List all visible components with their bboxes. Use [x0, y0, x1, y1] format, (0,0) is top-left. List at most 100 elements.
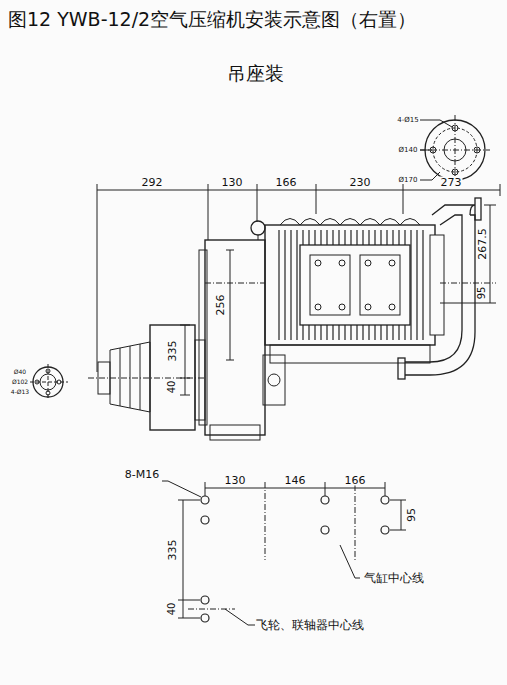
- top-view: [30, 115, 500, 440]
- crankcase: [210, 425, 260, 440]
- figure-title: 图12 YWB-12/2空气压缩机安装示意图（右置）: [8, 10, 416, 29]
- dimension: 95: [477, 286, 487, 301]
- hole-callout: 8-M16: [124, 469, 160, 480]
- flange-diameter: Ø170: [398, 177, 419, 184]
- mount-plan: [162, 481, 406, 625]
- mount-plan: [205, 488, 385, 489]
- cylinder-block: [339, 260, 345, 266]
- mount-plan: [162, 481, 201, 497]
- dimension: 335: [167, 340, 178, 363]
- cylinder-block: [310, 255, 350, 315]
- pressure-gauge: [258, 235, 259, 240]
- mount-plan: [340, 545, 360, 578]
- outlet-pipe: [398, 198, 481, 379]
- top-view: [316, 184, 317, 214]
- top-view: [97, 184, 500, 372]
- crankcase: [230, 250, 231, 360]
- crankcase: [226, 360, 234, 361]
- mount-plan: [401, 500, 402, 530]
- outlet-pipe: [405, 215, 475, 375]
- pressure-gauge: [251, 221, 265, 240]
- mount-plan: [225, 609, 255, 625]
- top-view: [440, 283, 496, 284]
- dimension: 130: [221, 177, 244, 188]
- outlet-flange-view: [420, 150, 432, 151]
- mount-plan: [355, 485, 356, 560]
- cylinder-block: [360, 255, 400, 315]
- top-view: [97, 190, 500, 191]
- flywheel-coupling: [185, 325, 186, 395]
- mount-plan: [385, 482, 386, 496]
- crankcase: [205, 283, 265, 284]
- top-view: [490, 205, 491, 303]
- flange-diameter: Ø40: [13, 369, 27, 375]
- mount-plan: [390, 500, 406, 501]
- dimension: 273: [440, 177, 463, 188]
- flywheel-coupling: [130, 346, 131, 408]
- cylinder-block: [430, 235, 444, 335]
- flywheel-coupling: [180, 378, 190, 379]
- mount-plan: [178, 500, 200, 501]
- flange-note: 4-Ø13: [10, 389, 30, 395]
- flange-note: 4-Ø15: [396, 117, 419, 124]
- top-view: [257, 184, 258, 222]
- top-view: [403, 184, 404, 214]
- crankcase: [205, 240, 265, 435]
- flywheel-coupling: [88, 378, 205, 379]
- mount-plan: [178, 600, 200, 601]
- top-view: [208, 184, 209, 240]
- dimension: 40: [167, 380, 177, 395]
- flange-diameter: Ø102: [11, 379, 29, 385]
- top-view: [97, 184, 98, 372]
- cylinder-block: [365, 260, 371, 266]
- crankcase: [199, 240, 285, 440]
- cylinder-block: [339, 304, 345, 310]
- outlet-flange-view: [420, 120, 452, 127]
- mount-plan: [201, 516, 209, 524]
- mount-plan: [183, 500, 184, 618]
- mount-plan: [321, 496, 329, 504]
- dimension: 256: [215, 294, 226, 317]
- cylinder-block: [315, 304, 321, 310]
- dimension: 335: [167, 539, 178, 562]
- flywheel-coupling: [110, 342, 150, 412]
- dimension: 230: [349, 177, 372, 188]
- top-view: [440, 303, 496, 304]
- dimension: 95: [406, 507, 417, 523]
- mount-plan: [201, 496, 389, 622]
- flywheel-coupling: [88, 325, 205, 430]
- crankcase: [226, 250, 234, 251]
- cylinder-block: [265, 225, 435, 345]
- flywheel-coupling: [120, 348, 121, 406]
- dimension: 166: [344, 475, 367, 486]
- outlet-pipe: [432, 205, 475, 215]
- cylinder-block: [315, 260, 321, 266]
- subtitle: 吊座装: [226, 64, 285, 83]
- outlet-flange-view: [455, 115, 456, 185]
- inlet-flange-view: [30, 364, 68, 400]
- outlet-pipe: [405, 215, 462, 362]
- outlet-flange-view: [420, 172, 440, 180]
- outlet-flange-view: [420, 115, 490, 185]
- cylinder-block: [365, 304, 371, 310]
- flywheel-coupling: [195, 340, 205, 420]
- inlet-flange-view: [48, 364, 49, 400]
- dimension: 292: [141, 177, 164, 188]
- mount-plan: [188, 609, 235, 610]
- top-view: [500, 184, 501, 196]
- mount-plan: [390, 530, 406, 531]
- centerline-label: 气缸中心线: [363, 572, 425, 584]
- mount-plan: [265, 482, 266, 560]
- cylinder-block: [278, 230, 424, 340]
- inlet-flange-view: [30, 382, 68, 383]
- mount-plan: [321, 526, 329, 534]
- mount-plan: [201, 596, 209, 604]
- crankcase: [268, 374, 280, 386]
- outlet-pipe: [475, 198, 481, 220]
- pressure-gauge: [251, 221, 265, 235]
- mount-plan: [178, 618, 200, 619]
- cylinder-block: [265, 219, 444, 364]
- cylinder-block: [280, 219, 420, 226]
- cylinder-block: [389, 260, 395, 266]
- mount-plan: [381, 496, 389, 504]
